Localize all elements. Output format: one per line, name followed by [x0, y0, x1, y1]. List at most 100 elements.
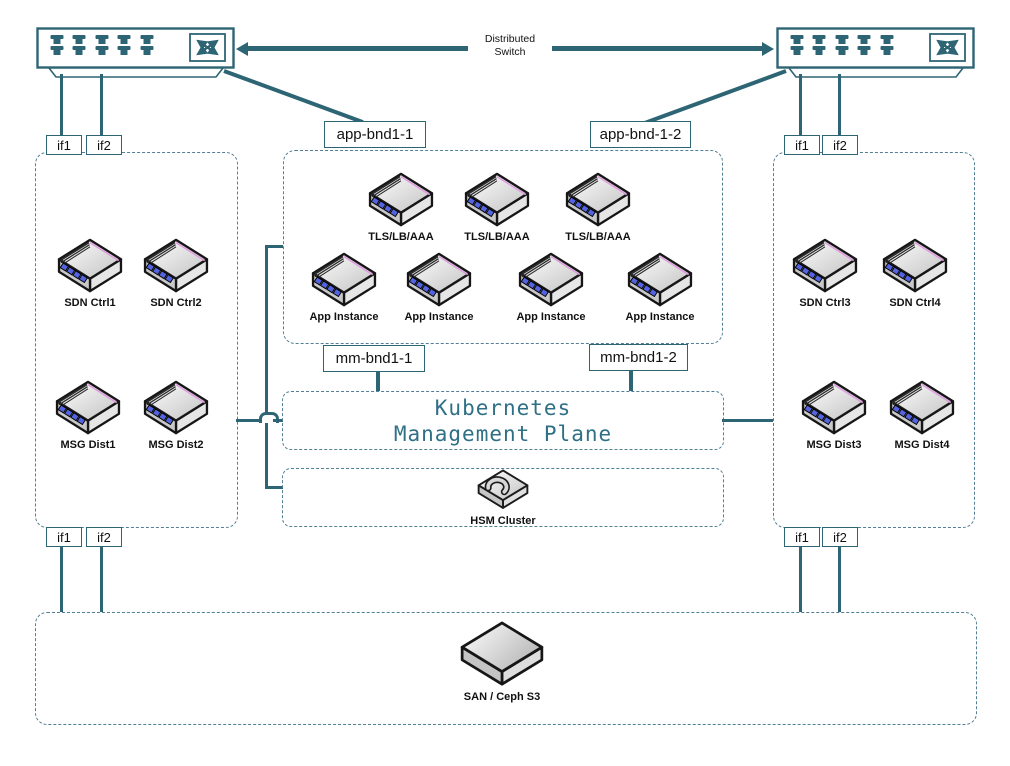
device-label: App Instance — [309, 311, 379, 323]
server-icon — [625, 250, 695, 310]
zone-app-cluster — [283, 150, 723, 344]
server-icon — [141, 236, 211, 296]
if1-link-right-top — [799, 74, 802, 136]
if-label-left-top-2: if2 — [86, 135, 122, 155]
device-hsm-cluster: HSM Cluster — [455, 467, 551, 527]
device-label: TLS/LB/AAA — [565, 231, 631, 243]
if-label-text: if1 — [795, 137, 809, 153]
zone-left-controllers — [35, 152, 238, 528]
server-icon — [880, 236, 950, 296]
if-label-left-top-1: if1 — [46, 135, 82, 155]
zone-hsm — [282, 468, 724, 527]
if-label-left-bottom-1: if1 — [46, 527, 82, 547]
zone-kubernetes-mgmt-plane: Kubernetes Management Plane — [282, 391, 724, 450]
if-label-right-top-2: if2 — [822, 135, 858, 155]
connector-left-trunk — [265, 245, 268, 489]
device-sdn-ctrl3: SDN Ctrl3 — [777, 236, 873, 309]
distributed-switch-line2: Switch — [494, 45, 526, 58]
if-label-text: if1 — [57, 529, 71, 545]
server-icon — [790, 236, 860, 296]
mm-bond-link-right — [629, 369, 633, 391]
connector-leftzone-to-mgmt-a — [236, 419, 259, 422]
device-label: TLS/LB/AAA — [464, 231, 530, 243]
device-msg-dist2: MSG Dist2 — [128, 378, 224, 451]
server-icon — [53, 378, 123, 438]
distributed-switch-line1: Distributed — [484, 33, 536, 45]
bond-label-text: app-bnd-1-2 — [599, 126, 682, 143]
server-icon — [141, 378, 211, 438]
switch-ports-icon — [50, 35, 154, 55]
bond-label-mm-left: mm-bnd1-1 — [323, 345, 425, 372]
zone-right-controllers — [773, 152, 975, 528]
server-icon — [516, 250, 586, 310]
device-sdn-ctrl4: SDN Ctrl4 — [867, 236, 963, 309]
if1-link-left-top — [60, 74, 63, 136]
bond-label-app-right: app-bnd-1-2 — [590, 121, 691, 148]
right-switch-icon — [776, 27, 975, 78]
crossed-arrows-icon — [929, 33, 966, 62]
device-label: SDN Ctrl1 — [64, 297, 116, 309]
bond-label-text: mm-bnd1-1 — [335, 350, 413, 367]
device-label: HSM Cluster — [470, 515, 536, 527]
bond-label-mm-right: mm-bnd1-2 — [589, 344, 688, 371]
if2-link-left-top — [100, 74, 103, 136]
device-label: MSG Dist3 — [806, 439, 862, 451]
device-tls-2: TLS/LB/AAA — [449, 170, 545, 243]
server-icon — [55, 236, 125, 296]
crossed-arrows-icon — [189, 33, 226, 62]
device-tls-3: TLS/LB/AAA — [550, 170, 646, 243]
server-icon — [366, 170, 436, 230]
device-label: SAN / Ceph S3 — [463, 691, 541, 703]
if1-link-right-bottom — [799, 545, 802, 612]
device-label: TLS/LB/AAA — [368, 231, 434, 243]
device-app-1: App Instance — [296, 250, 392, 323]
left-switch-icon — [36, 27, 235, 78]
hsm-icon — [475, 467, 531, 514]
device-label: MSG Dist1 — [60, 439, 116, 451]
switch-ports-icon — [790, 35, 894, 55]
if1-link-left-bottom — [60, 545, 63, 612]
device-msg-dist1: MSG Dist1 — [40, 378, 136, 451]
if-label-text: if1 — [57, 137, 71, 153]
device-app-2: App Instance — [391, 250, 487, 323]
uplink-left-switch-to-app-bond — [223, 69, 364, 124]
line-hop — [259, 412, 279, 423]
distributed-switch-label: Distributed Switch — [468, 32, 552, 59]
if2-link-right-top — [838, 74, 841, 136]
bond-label-text: mm-bnd1-2 — [600, 349, 677, 366]
if-label-text: if2 — [833, 137, 847, 153]
if-label-right-top-1: if1 — [784, 135, 820, 155]
device-label: App Instance — [516, 311, 586, 323]
device-label: SDN Ctrl2 — [150, 297, 202, 309]
device-tls-1: TLS/LB/AAA — [353, 170, 449, 243]
device-label: App Instance — [404, 311, 474, 323]
device-label: App Instance — [625, 311, 695, 323]
arrowhead-left-icon — [236, 41, 248, 56]
if-label-text: if2 — [833, 529, 847, 545]
uplink-right-switch-to-app-bond — [642, 69, 787, 126]
server-icon — [799, 378, 869, 438]
server-icon — [563, 170, 633, 230]
device-sdn-ctrl2: SDN Ctrl2 — [128, 236, 224, 309]
switch-tray — [47, 67, 225, 78]
connector-leftzone-to-mgmt-b — [273, 419, 283, 422]
if-label-text: if1 — [795, 529, 809, 545]
if-label-right-bottom-1: if1 — [784, 527, 820, 547]
device-label: MSG Dist2 — [148, 439, 204, 451]
device-msg-dist4: MSG Dist4 — [874, 378, 970, 451]
bond-label-text: app-bnd1-1 — [336, 126, 414, 143]
device-sdn-ctrl1: SDN Ctrl1 — [42, 236, 138, 309]
if2-link-right-bottom — [838, 545, 841, 612]
server-icon — [404, 250, 474, 310]
switch-tray — [787, 67, 965, 78]
mm-bond-link-left — [376, 370, 380, 391]
device-app-3: App Instance — [503, 250, 599, 323]
if2-link-left-bottom — [100, 545, 103, 612]
device-label: SDN Ctrl3 — [799, 297, 851, 309]
if-label-right-bottom-2: if2 — [822, 527, 858, 547]
if-label-left-bottom-2: if2 — [86, 527, 122, 547]
connector-mgmt-to-rightzone — [722, 419, 773, 422]
if-label-text: if2 — [97, 137, 111, 153]
server-icon — [309, 250, 379, 310]
